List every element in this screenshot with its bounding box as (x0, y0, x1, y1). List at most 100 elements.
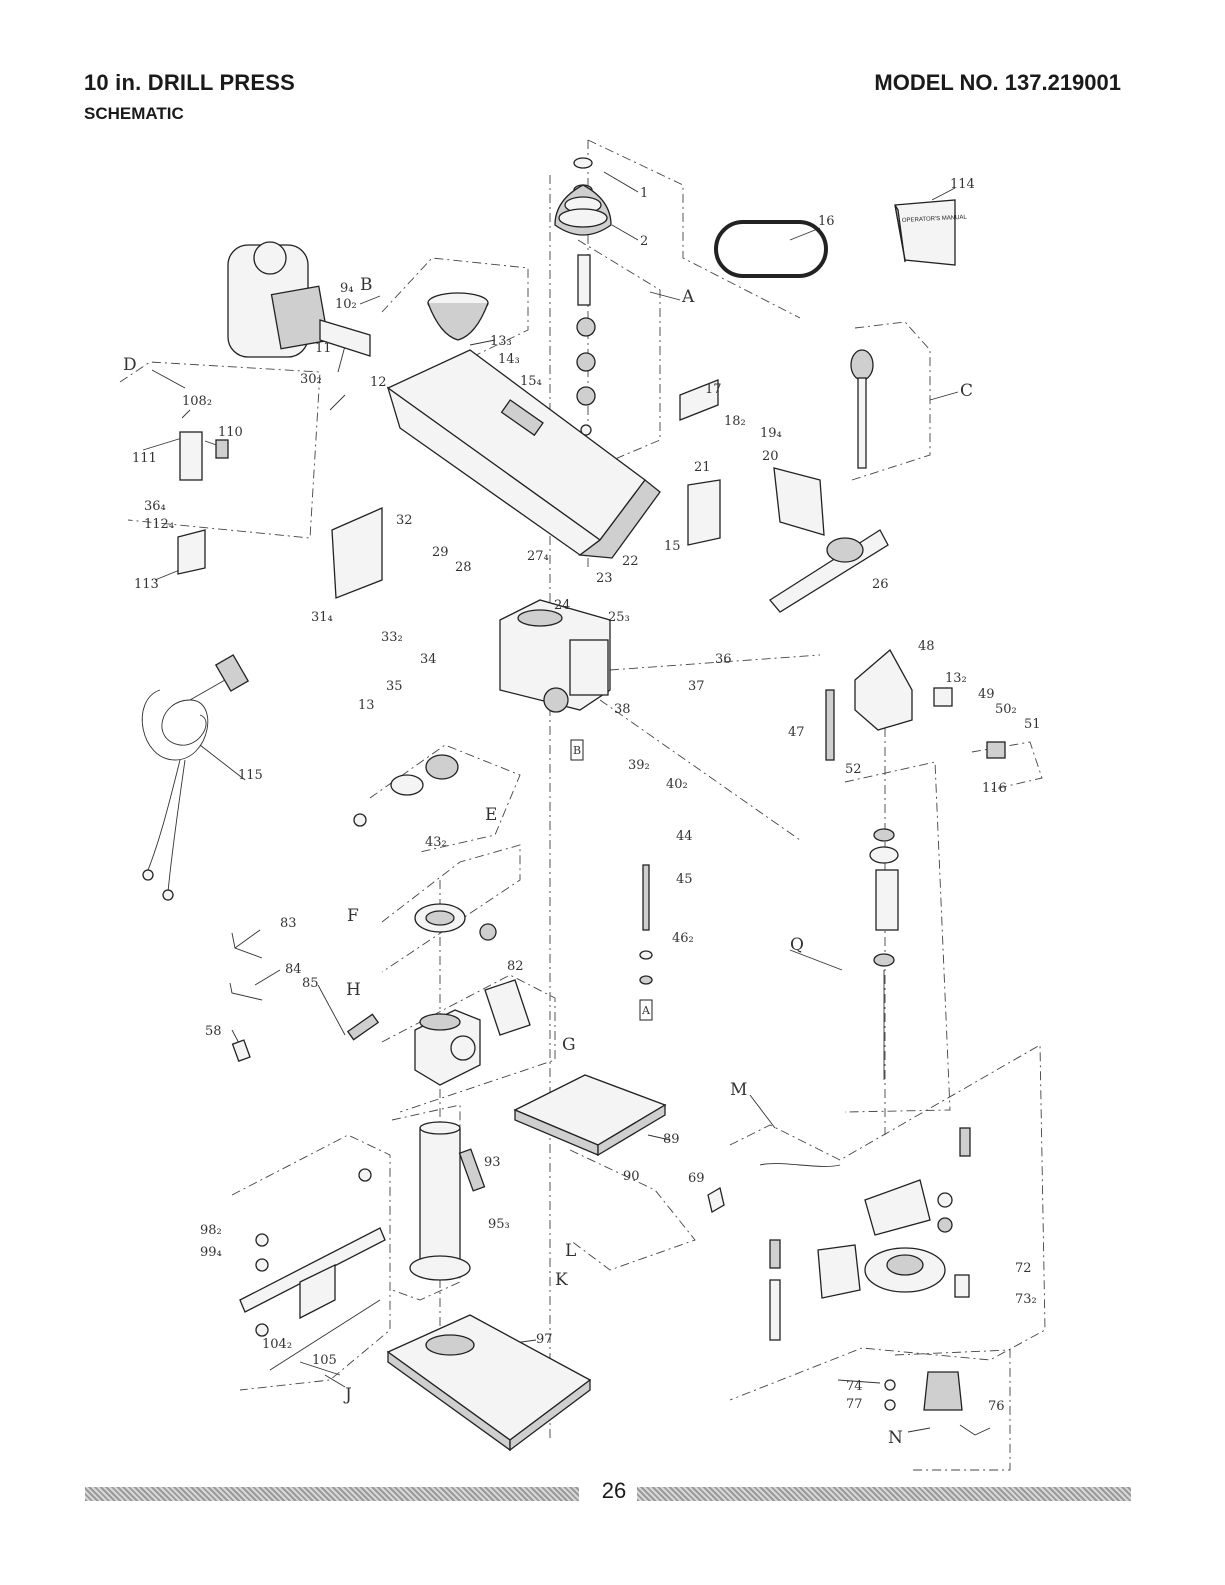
group-letter: C (960, 381, 973, 401)
callout-labels: 1 2 16 114 9₄ 10₂ 11 13₃ 14₃ 15₄ 30₂ 12 … (132, 177, 1041, 1414)
callout-label: 15 (664, 539, 681, 554)
ref-marker-a: A (641, 1004, 651, 1017)
callout-label: 84 (285, 962, 302, 977)
callout-label: 26 (872, 577, 889, 592)
callout-label: 2 (640, 234, 648, 249)
callout-label: 51 (1024, 717, 1041, 732)
callout-label: 40₂ (666, 777, 688, 792)
group-letter: E (485, 805, 497, 825)
callout-label: 31₄ (311, 610, 333, 625)
callout-label: 72 (1015, 1261, 1032, 1276)
manual-cover-text: OPERATOR'S MANUAL (902, 215, 968, 224)
pinion-shaft (769, 529, 889, 613)
drill-chuck (884, 1371, 991, 1436)
base (386, 1314, 592, 1452)
motor-bracket (331, 507, 383, 599)
callout-label: 45 (676, 872, 693, 887)
column-collar (414, 903, 497, 941)
callout-label: 22 (622, 554, 639, 569)
page-number: 26 (601, 1478, 627, 1503)
power-cord (141, 654, 250, 901)
callout-label: 18₂ (724, 414, 746, 429)
hub-assembly (353, 754, 459, 827)
group-letter: A (681, 287, 695, 307)
hex-keys (229, 932, 263, 1001)
group-letter: K (555, 1270, 568, 1290)
callout-label: 48 (918, 639, 935, 654)
spindle-pulley (554, 157, 612, 236)
callout-label: 95₃ (488, 1217, 510, 1232)
callout-label: 83 (280, 916, 297, 931)
callout-label: 25₃ (608, 610, 630, 625)
belt-guard (386, 349, 661, 559)
group-letter: Q (790, 935, 804, 955)
group-letter: L (565, 1241, 576, 1261)
feed-handle (850, 349, 874, 469)
callout-label: 13₂ (945, 671, 967, 686)
callout-label: 49 (978, 687, 995, 702)
fence-assembly (239, 1168, 386, 1371)
callout-label: 74 (846, 1379, 863, 1394)
footer-rule-left (85, 1487, 579, 1501)
motor-pulley (427, 292, 489, 341)
callout-label: 89 (663, 1132, 680, 1147)
group-letter: N (888, 1428, 903, 1448)
callout-label: 23 (596, 571, 613, 586)
callout-label: 104₂ (262, 1337, 292, 1352)
ref-marker-b: B (573, 744, 581, 757)
callout-label: 76 (988, 1399, 1005, 1414)
guard-assembly (707, 1127, 971, 1341)
callout-label: 34 (420, 652, 437, 667)
callout-label: 110 (218, 425, 243, 440)
callout-label: 16 (818, 214, 835, 229)
callout-label: 85 (302, 976, 319, 991)
callout-label: 114 (950, 177, 975, 192)
page-title: 10 in. DRILL PRESS (84, 70, 296, 95)
callout-label: 17 (705, 382, 722, 397)
callout-label: 82 (507, 959, 524, 974)
callout-label: 77 (846, 1397, 863, 1412)
group-letter: D (123, 355, 137, 375)
callout-label: 108₂ (182, 394, 212, 409)
callout-label: 105 (312, 1353, 337, 1368)
callout-label: 58 (205, 1024, 222, 1039)
group-letter: G (562, 1035, 576, 1055)
callout-label: 13₃ (490, 334, 512, 349)
group-letter: B (360, 275, 373, 295)
page-subtitle: SCHEMATIC (84, 104, 184, 123)
callout-label: 44 (676, 829, 693, 844)
callout-label: 111 (132, 451, 157, 466)
callout-label: 43₂ (425, 835, 447, 850)
depth-rod: A (639, 864, 653, 1021)
callout-label: 113 (134, 577, 159, 592)
callout-label: 27₄ (527, 549, 549, 564)
callout-label: 90 (623, 1169, 640, 1184)
callout-label: 69 (688, 1171, 705, 1186)
callout-label: 73₂ (1015, 1292, 1037, 1307)
callout-label: 36 (715, 652, 732, 667)
callout-label: 93 (484, 1155, 501, 1170)
callout-label: 115 (238, 768, 263, 783)
callout-label: 30₂ (300, 372, 322, 387)
operators-manual: OPERATOR'S MANUAL (894, 199, 968, 266)
leader-lines (142, 171, 959, 1433)
model-number: MODEL NO. 137.219001 (874, 70, 1121, 95)
callout-label: 10₂ (335, 297, 357, 312)
depth-stop-housing (825, 648, 1006, 761)
callout-label: 12 (370, 375, 387, 390)
callout-label: 46₂ (672, 931, 694, 946)
callout-label: 33₂ (381, 630, 403, 645)
callout-label: 24 (554, 598, 571, 613)
head-casting (499, 599, 611, 713)
callout-label: 11 (315, 341, 332, 356)
callout-label: 50₂ (995, 702, 1017, 717)
drive-belt (714, 220, 828, 278)
callout-label: 21 (694, 460, 711, 475)
pulley-shaft-assembly (576, 254, 596, 436)
callout-label: 1 (640, 186, 648, 201)
callout-label: 19₄ (760, 426, 782, 441)
callout-label: 116 (982, 781, 1007, 796)
callout-label: 99₄ (200, 1245, 222, 1260)
quill-spindle (869, 828, 899, 1080)
